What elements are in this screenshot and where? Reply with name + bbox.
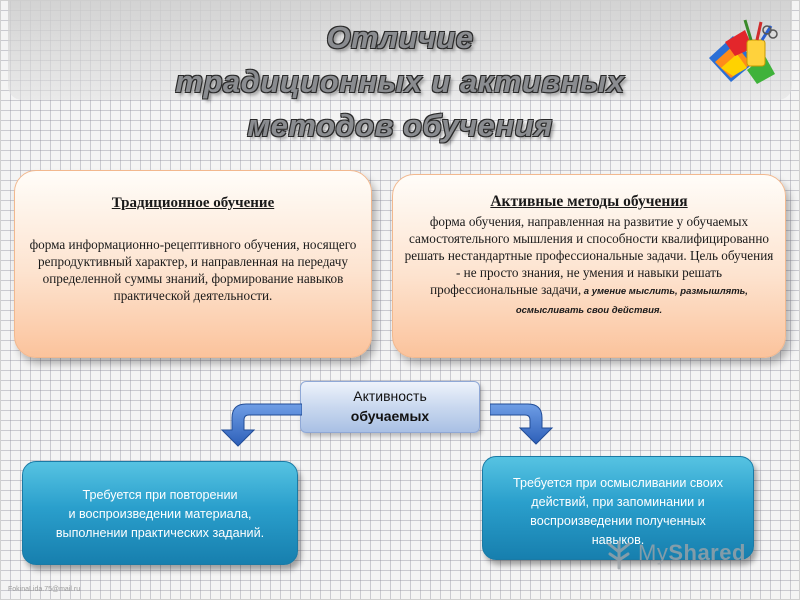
watermark-part2: Shared: [668, 540, 746, 565]
watermark: MyShared: [604, 538, 764, 572]
title-band: [8, 0, 792, 100]
title-line-2: традиционных и активных: [175, 64, 625, 99]
left-line-3: выполнении практических заданий.: [55, 526, 265, 540]
traditional-learning-card: Традиционное обучение форма информационн…: [14, 170, 372, 358]
traditional-heading: Традиционное обучение: [111, 195, 275, 211]
right-line-2: действий, при запоминании и: [531, 495, 705, 509]
footer-email: FokinaLida.75@mail.ru: [8, 586, 81, 593]
active-methods-card: Активные методы обучения форма обучения,…: [392, 174, 786, 358]
school-supplies-icon: [709, 19, 778, 84]
right-line-4: навыков.: [591, 533, 645, 547]
watermark-text: MyShared: [638, 540, 746, 566]
right-line-3: воспроизведении полученных: [530, 514, 706, 528]
learner-activity-box: Активность обучаемых: [300, 381, 480, 433]
watermark-part1: My: [638, 540, 669, 565]
right-line-1: Требуется при осмысливании своих: [512, 476, 724, 490]
reproductive-activity-box: Требуется при повторении и воспроизведен…: [22, 461, 298, 565]
active-heading: Активные методы обучения: [490, 193, 688, 210]
activity-line-1: Активность: [353, 388, 427, 404]
title-line-3: методов обучения: [247, 108, 553, 143]
active-text-block: форма обучения, направленная на развитие…: [403, 213, 775, 319]
left-line-1: Требуется при повторении: [82, 488, 238, 502]
slide-title: Отличие традиционных и активных методов …: [0, 16, 800, 148]
active-emphasis: а умение мыслить, размышлять, осмысливат…: [515, 286, 748, 316]
curved-down-arrow-icon: [220, 403, 302, 447]
myshared-logo-icon: [607, 540, 631, 570]
left-line-2: и воспроизведении материала,: [68, 507, 252, 521]
activity-line-2: обучаемых: [350, 408, 430, 424]
active-text: форма обучения, направленная на развитие…: [404, 214, 774, 297]
curved-down-arrow-icon: [490, 403, 554, 445]
traditional-text: форма информационно-рецептивного обучени…: [29, 237, 357, 303]
title-line-1: Отличие: [326, 20, 474, 55]
